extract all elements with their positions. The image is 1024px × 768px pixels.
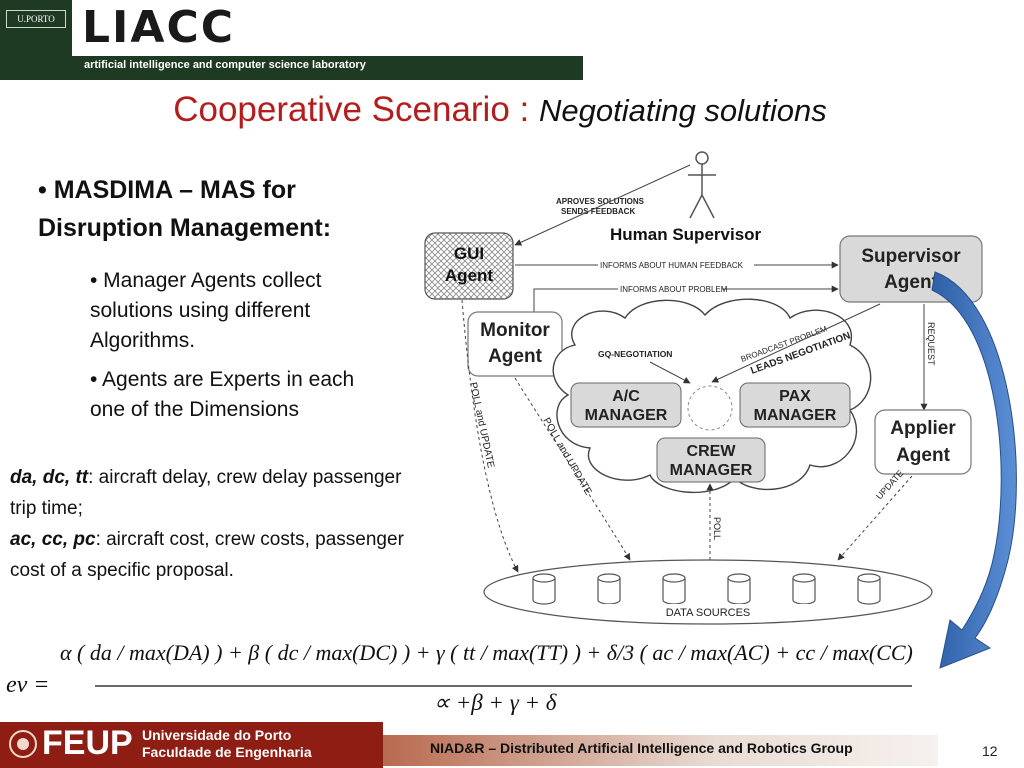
slide-title: Cooperative Scenario : Negotiating solut… — [0, 90, 1000, 130]
negotiation-circle — [687, 385, 733, 431]
informs-problem-label: INFORMS ABOUT PROBLEM — [620, 285, 728, 294]
database-icon — [727, 573, 751, 605]
crew-manager-box — [656, 437, 766, 483]
database-icons — [532, 573, 881, 605]
page-number: 12 — [982, 743, 998, 759]
negotiation-cloud — [552, 298, 872, 494]
database-icon — [532, 573, 556, 605]
pax-manager-label-2: MANAGER — [754, 407, 837, 424]
definition-1-cont: trip time; — [10, 498, 83, 519]
database-icon — [597, 573, 621, 605]
gui-agent-box — [424, 232, 514, 300]
data-sources-label: DATA SOURCES — [666, 607, 751, 619]
header-subtitle: artificial intelligence and computer sci… — [84, 59, 366, 71]
database-icon — [662, 573, 686, 605]
header-top — [0, 0, 583, 56]
crew-manager-label-1: CREW — [687, 443, 737, 460]
definition-1-vars: da, dc, tt — [10, 467, 89, 488]
definition-2-text: : aircraft cost, crew costs, passenger — [95, 529, 404, 550]
gui-agent-label-2: Agent — [445, 266, 494, 285]
university-line-1: Universidade do Porto — [142, 727, 292, 743]
crew-manager-label-2: MANAGER — [670, 462, 753, 479]
bullet-main-line1: • MASDIMA – MAS for — [38, 176, 296, 204]
bullet-sub2-line1: • Agents are Experts in each — [90, 368, 355, 391]
definition-2-cont: cost of a specific proposal. — [10, 560, 234, 581]
monitor-agent-label-1: Monitor — [480, 320, 550, 341]
bullet-sub1-line2: solutions using different — [90, 299, 311, 322]
applier-agent-label-1: Applier — [890, 418, 956, 439]
bullet-sub2-line2: one of the Dimensions — [90, 398, 299, 421]
database-icon — [792, 573, 816, 605]
request-label: REQUEST — [926, 322, 936, 366]
poll-update-label-1: POLL and UPDATE — [467, 381, 496, 469]
pax-manager-label-1: PAX — [779, 388, 811, 405]
definition-1: da, dc, tt: aircraft delay, crew delay p… — [10, 462, 401, 493]
gq-negotiation-label: GQ-NEGOTIATION — [598, 349, 672, 359]
supervisor-agent-label-1: Supervisor — [861, 246, 961, 267]
uporto-logo: U.PORTO — [6, 10, 66, 28]
footer-feup-banner — [0, 722, 383, 768]
feup-emblem-icon — [9, 730, 37, 758]
header-logo-block — [0, 0, 72, 56]
curved-arrow-icon — [931, 271, 1017, 669]
pax-manager-box — [739, 382, 851, 428]
footer-group-banner — [383, 735, 938, 766]
ac-manager-label-2: MANAGER — [585, 407, 668, 424]
poll-label: POLL — [712, 517, 722, 540]
applier-agent-label-2: Agent — [896, 445, 951, 466]
title-main: Cooperative Scenario : — [173, 90, 539, 129]
definition-2: ac, cc, pc: aircraft cost, crew costs, p… — [10, 524, 404, 555]
bullet-main-line2: Disruption Management: — [38, 214, 332, 242]
database-icon — [857, 573, 881, 605]
approves-label-2: SENDS FEEDBACK — [561, 207, 635, 216]
human-supervisor-label: Human Supervisor — [610, 225, 762, 244]
human-figure-icon — [688, 151, 716, 219]
title-italic: Negotiating solutions — [538, 93, 827, 128]
definition-2-vars: ac, cc, pc — [10, 529, 96, 550]
gui-agent-label-1: GUI — [454, 244, 484, 263]
formula-numerator: α ( da / max(DA) ) + β ( dc / max(DC) ) … — [60, 640, 920, 665]
ac-manager-box — [570, 382, 682, 428]
formula-denominator: ∝ +β + γ + δ — [433, 690, 557, 715]
university-line-2: Faculdade de Engenharia — [142, 744, 312, 760]
feup-logo: FEUP — [42, 724, 133, 762]
liacc-logo: LIACC — [82, 2, 236, 53]
monitor-agent-box — [467, 311, 563, 377]
supervisor-agent-label-2: Agent — [884, 272, 939, 293]
bullet-sub1-line1: • Manager Agents collect — [90, 269, 322, 292]
informs-feedback-label: INFORMS ABOUT HUMAN FEEDBACK — [600, 261, 744, 270]
formula-lhs: ev = — [6, 672, 50, 698]
approves-label-1: APROVES SOLUTIONS — [556, 197, 645, 206]
monitor-agent-label-2: Agent — [488, 346, 543, 367]
bullet-sub1-line3: Algorithms. — [90, 329, 196, 352]
ac-manager-label-1: A/C — [612, 388, 640, 405]
applier-agent-box — [874, 409, 972, 475]
group-name: NIAD&R – Distributed Artificial Intellig… — [430, 740, 853, 756]
definition-1-text: : aircraft delay, crew delay passenger — [88, 467, 402, 488]
